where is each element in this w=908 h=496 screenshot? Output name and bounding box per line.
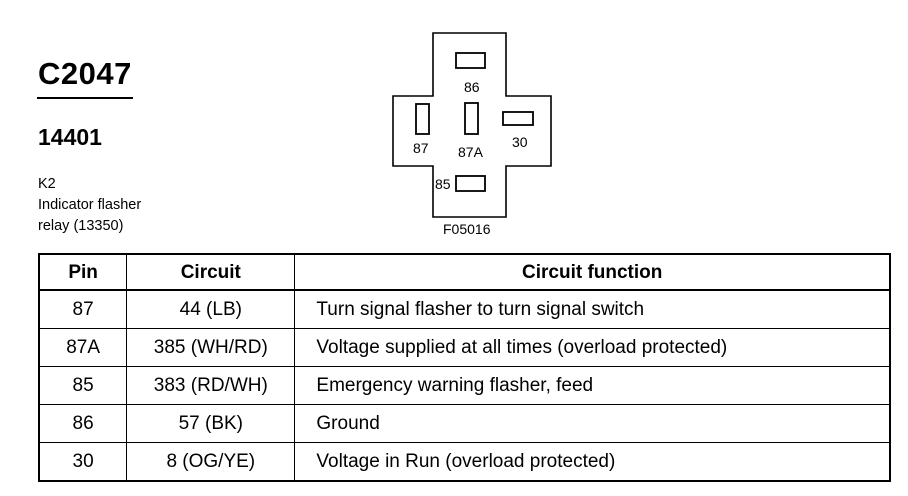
pin-cell: 86	[38, 404, 128, 443]
connector-id-underline	[37, 97, 133, 99]
pin-87a-label: 87A	[458, 144, 484, 160]
function-cell: Voltage supplied at all times (overload …	[294, 328, 891, 367]
pin-cell: 30	[38, 442, 128, 482]
pin-86-label: 86	[464, 79, 480, 95]
description-line-2: Indicator flasher	[38, 197, 142, 213]
table-row: 86 57 (BK) Ground	[38, 404, 891, 443]
circuit-cell: 8 (OG/YE)	[126, 442, 296, 482]
description-line-1: K2	[38, 176, 56, 192]
table-row: 85 383 (RD/WH) Emergency warning flasher…	[38, 366, 891, 405]
pin-85-terminal	[455, 175, 486, 192]
pin-87a-terminal	[464, 102, 479, 135]
connector-outline	[392, 32, 552, 218]
pin-cell: 85	[38, 366, 128, 405]
description-line-3: relay (13350)	[38, 218, 124, 234]
function-cell: Ground	[294, 404, 891, 443]
circuit-cell: 44 (LB)	[126, 289, 296, 329]
table-row: 87A 385 (WH/RD) Voltage supplied at all …	[38, 328, 891, 367]
function-cell: Emergency warning flasher, feed	[294, 366, 891, 405]
circuit-cell: 385 (WH/RD)	[126, 328, 296, 367]
table-row: 30 8 (OG/YE) Voltage in Run (overload pr…	[38, 442, 891, 482]
pin-30-label: 30	[512, 134, 528, 150]
table-header-row: Pin Circuit Circuit function	[38, 253, 891, 291]
connector-id: C2047	[38, 56, 132, 91]
part-number: 14401	[38, 124, 102, 150]
connector-face-diagram: 86 87 87A 30 85 F05016	[392, 32, 552, 237]
pin-87-label: 87	[413, 140, 429, 156]
pin-30-terminal	[502, 111, 534, 126]
pin-cell: 87A	[38, 328, 128, 367]
pin-cell: 87	[38, 289, 128, 329]
circuit-cell: 57 (BK)	[126, 404, 296, 443]
header-circuit: Circuit	[126, 253, 296, 291]
function-cell: Turn signal flasher to turn signal switc…	[294, 289, 891, 329]
header-pin: Pin	[38, 253, 128, 291]
pin-86-terminal	[455, 52, 486, 69]
function-cell: Voltage in Run (overload protected)	[294, 442, 891, 482]
pin-87-terminal	[415, 103, 430, 135]
header-circuit-function: Circuit function	[294, 253, 891, 291]
pin-circuit-table: Pin Circuit Circuit function 87 44 (LB) …	[38, 253, 891, 482]
figure-code: F05016	[443, 221, 491, 237]
table-row: 87 44 (LB) Turn signal flasher to turn s…	[38, 289, 891, 329]
circuit-cell: 383 (RD/WH)	[126, 366, 296, 405]
pin-85-label: 85	[435, 176, 451, 192]
